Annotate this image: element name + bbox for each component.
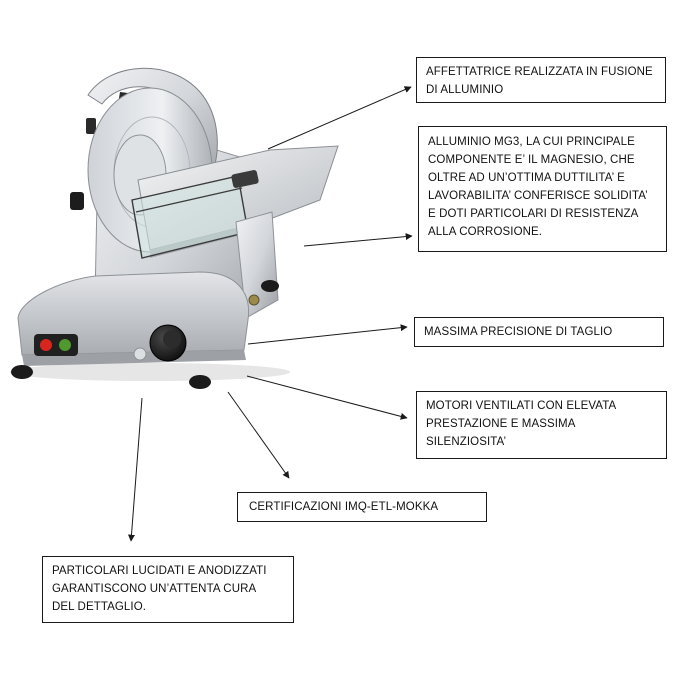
foot-right xyxy=(189,375,211,389)
callout-certifications: CERTIFICAZIONI IMQ-ETL-MOKKA xyxy=(237,492,487,522)
foot-left xyxy=(11,365,33,379)
callout-cutting-precision: MASSIMA PRECISIONE DI TAGLIO xyxy=(414,317,664,347)
callout-mg3-aluminium: ALLUMINIO MG3, LA CUI PRINCIPALE COMPONE… xyxy=(418,126,667,252)
pusher-frame xyxy=(135,187,243,213)
base-body xyxy=(17,271,250,356)
base-edge xyxy=(22,350,246,366)
leader-line-3 xyxy=(247,324,408,345)
callout-ventilated-motors: MOTORI VENTILATI CON ELEVATA PRESTAZIONE… xyxy=(416,391,667,459)
leader-line-6 xyxy=(127,397,143,542)
leader-line-1 xyxy=(267,86,412,150)
guard-clip xyxy=(86,118,96,134)
leader-line-5 xyxy=(227,391,290,479)
foot-rear xyxy=(261,280,279,292)
switch-red xyxy=(40,339,52,351)
support-screw xyxy=(248,294,260,306)
leader-line-4 xyxy=(246,375,408,420)
base-shadow xyxy=(10,363,290,381)
callout-aluminium-casting: AFFETTATRICE REALIZZATA IN FUSIONE DI AL… xyxy=(416,57,666,103)
switch-green xyxy=(59,339,71,351)
leader-line-2 xyxy=(303,233,413,247)
callout-polished-anodized: PARTICOLARI LUCIDATI E ANODIZZATI GARANT… xyxy=(42,556,294,623)
pusher-knob xyxy=(231,170,259,188)
button-small xyxy=(133,347,147,361)
carriage-knob xyxy=(70,192,84,210)
knob-face xyxy=(163,330,181,348)
